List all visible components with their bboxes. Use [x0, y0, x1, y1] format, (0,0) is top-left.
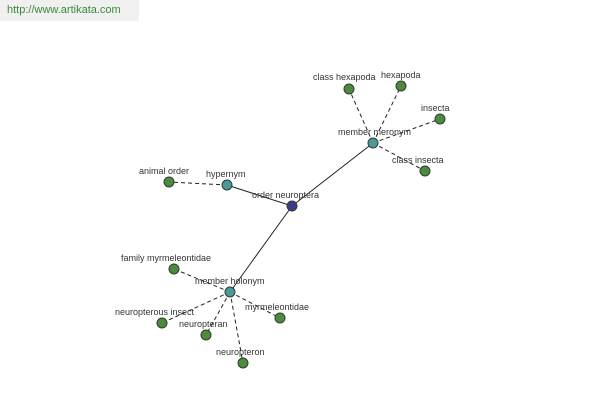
label-class-insecta: class insecta: [392, 155, 444, 165]
node-myrmeleontidae[interactable]: [274, 312, 286, 324]
edge-meronym-insecta: [372, 118, 441, 144]
label-class-hexapoda: class hexapoda: [313, 72, 376, 82]
edge-holonym-myrmeleontidae: [229, 291, 281, 319]
edge-meronym-hexapoda: [372, 85, 402, 144]
label-hexapoda: hexapoda: [381, 70, 421, 80]
node-member-holonym[interactable]: [224, 286, 236, 298]
website-watermark: http://www.artikata.com: [0, 0, 139, 21]
edge-holonym-family-myrmeleontidae: [173, 268, 231, 293]
edge-hypernym-animal-order: [168, 181, 228, 186]
label-member-meronym: member meronym: [338, 127, 411, 137]
label-neuropterous-insect: neuropterous insect: [115, 307, 195, 317]
node-member-meronym[interactable]: [367, 137, 379, 149]
label-myrmeleontidae: myrmeleontidae: [245, 302, 309, 312]
node-animal-order[interactable]: [163, 176, 175, 188]
label-insecta: insecta: [421, 103, 450, 113]
edge-meronym-class-insecta: [372, 142, 426, 172]
node-neuropteron[interactable]: [237, 357, 249, 369]
node-neuropteran[interactable]: [200, 329, 212, 341]
edge-meronym-class-hexapoda: [348, 88, 374, 144]
label-animal-order: animal order: [139, 166, 189, 176]
label-member-holonym: member holonym: [195, 276, 265, 286]
edge-holonym-neuropterous-insect: [161, 291, 231, 324]
label-neuropteran: neuropteran: [179, 319, 228, 329]
node-family-myrmeleontidae[interactable]: [168, 263, 180, 275]
node-hypernym[interactable]: [221, 179, 233, 191]
node-insecta[interactable]: [434, 113, 446, 125]
edge-root-member-meronym: [291, 142, 374, 207]
edge-root-member-holonym: [229, 205, 293, 293]
node-class-insecta[interactable]: [419, 165, 431, 177]
edge-holonym-neuropteron: [229, 291, 244, 364]
label-hypernym: hypernym: [206, 169, 246, 179]
edge-root-hypernym: [226, 184, 293, 207]
node-neuropterous-insect[interactable]: [156, 317, 168, 329]
node-root[interactable]: [286, 200, 298, 212]
node-class-hexapoda[interactable]: [343, 83, 355, 95]
label-family-myrmeleontidae: family myrmeleontidae: [121, 253, 211, 263]
label-neuropteron: neuropteron: [216, 347, 265, 357]
edge-holonym-neuropteran: [205, 291, 231, 336]
label-root: order neuroptera: [252, 190, 319, 200]
node-hexapoda[interactable]: [395, 80, 407, 92]
